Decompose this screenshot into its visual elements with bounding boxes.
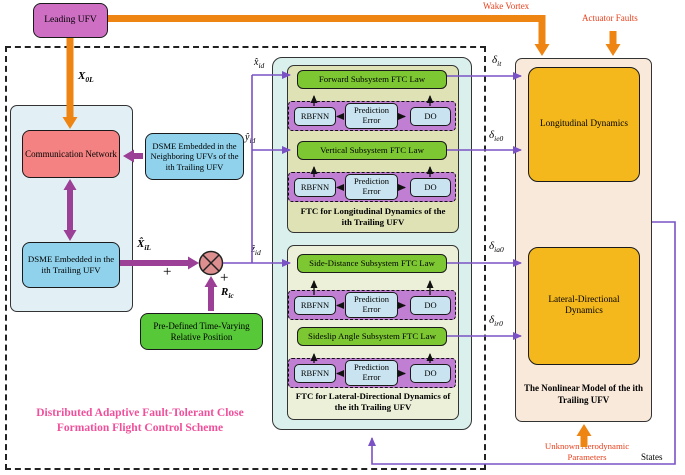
label-main: X̂ — [137, 238, 145, 250]
label-sub: ia0 — [494, 245, 504, 255]
plus-sign-bottom: + — [220, 270, 229, 286]
label-sub: ic — [228, 291, 234, 301]
rbfnn-group-sideslip: RBFNN Prediction Error DO — [288, 358, 456, 388]
sideslip-law-box: Sideslip Angle Subsystem FTC Law — [297, 327, 447, 346]
rbfnn-box: RBFNN — [294, 296, 336, 315]
label-line2: Parameters — [567, 452, 607, 463]
label-main: δ — [489, 129, 495, 141]
label-main: ẑ — [251, 244, 255, 255]
title-line2: Formation Flight Control Scheme — [56, 421, 224, 434]
lateral-dynamics-box: Lateral-Directional Dynamics — [528, 247, 640, 365]
side-distance-law-box: Side-Distance Subsystem FTC Law — [297, 254, 447, 273]
label-main: δ — [492, 54, 498, 66]
vertical-law-box: Vertical Subsystem FTC Law — [297, 141, 447, 160]
label-main: R — [221, 286, 229, 298]
label-main: ŷ — [245, 132, 250, 143]
rbfnn-box: RBFNN — [294, 107, 336, 126]
leading-ufv-box: Leading UFV — [33, 3, 108, 38]
label-line1: Unknown Aerodynamic — [544, 441, 630, 451]
unknown-aero-label: Unknown Aerodynamic Parameters — [536, 441, 638, 464]
label-Xhat-iL: X̂iL — [137, 238, 151, 252]
label-sub: ie0 — [494, 134, 504, 144]
label-sub: ir0 — [494, 319, 503, 329]
rbfnn-group-side: RBFNN Prediction Error DO — [288, 290, 456, 320]
dsme-ith-box: DSME Embedded in the ith Trailing UFV — [22, 242, 120, 288]
label-xhat-id: x̂id — [254, 57, 264, 70]
label-delta-ir0: δir0 — [489, 314, 503, 328]
communication-network-box: Communication Network — [22, 130, 120, 178]
label-main: x̂ — [254, 57, 259, 68]
caption-line2: Trailing UFV — [557, 394, 610, 405]
do-box: DO — [410, 364, 451, 383]
prediction-error-box: Prediction Error — [345, 292, 398, 318]
longitudinal-dynamics-box: Longitudinal Dynamics — [528, 67, 640, 182]
prediction-error-box: Prediction Error — [345, 360, 398, 386]
label-delta-ia0: δia0 — [489, 240, 504, 254]
dsme-neighbor-box: DSME Embedded in the Neighboring UFVs of… — [145, 133, 244, 180]
actuator-faults-label: Actuator Faults — [582, 13, 638, 23]
predefined-position-box: Pre-Defined Time-Varying Relative Positi… — [140, 313, 263, 350]
wake-vortex-arrow — [108, 15, 550, 56]
label-sub: it — [497, 59, 502, 69]
prediction-error-box: Prediction Error — [345, 174, 398, 200]
rbfnn-box: RBFNN — [294, 178, 336, 197]
rbfnn-box: RBFNN — [294, 364, 336, 383]
label-R-ic: Ric — [221, 286, 234, 300]
caption-line1: FTC for Longitudinal Dynamics of the — [300, 206, 446, 216]
do-box: DO — [410, 178, 451, 197]
label-main: X — [78, 70, 86, 82]
nonlinear-model-caption: The Nonlinear Model of the ith Trailing … — [516, 383, 651, 406]
label-x0l: X0L — [78, 70, 94, 84]
label-sub: id — [249, 136, 256, 145]
label-sub: iL — [144, 243, 152, 253]
do-box: DO — [410, 296, 451, 315]
label-yhat-id: ŷid — [245, 132, 255, 145]
caption-line2: the ith Trailing UFV — [334, 402, 412, 413]
wake-vortex-label: Wake Vortex — [483, 1, 530, 11]
forward-law-box: Forward Subsystem FTC Law — [297, 70, 447, 89]
caption-line2: ith Trailing UFV — [341, 217, 405, 228]
label-delta-it: δit — [492, 54, 501, 68]
scheme-title: Distributed Adaptive Fault-Tolerant Clos… — [15, 406, 265, 436]
label-delta-ie0: δie0 — [489, 129, 503, 143]
plus-sign-left: + — [163, 264, 172, 280]
label-zhat-id: ẑid — [251, 244, 261, 257]
label-sub: id — [254, 248, 261, 257]
caption-line1: FTC for Lateral-Directional Dynamics of — [295, 391, 451, 401]
prediction-error-box: Prediction Error — [345, 103, 398, 129]
caption-line1: The Nonlinear Model of the ith — [523, 383, 644, 393]
states-label: States — [641, 452, 663, 462]
label-sub: 0L — [85, 75, 94, 85]
ftc-longitudinal-caption: FTC for Longitudinal Dynamics of the ith… — [288, 206, 458, 229]
do-box: DO — [410, 107, 451, 126]
rbfnn-group-vertical: RBFNN Prediction Error DO — [288, 172, 456, 202]
label-sub: id — [258, 61, 265, 70]
rbfnn-group-forward: RBFNN Prediction Error DO — [288, 101, 456, 131]
title-line1: Distributed Adaptive Fault-Tolerant Clos… — [36, 407, 244, 419]
ftc-lateral-caption: FTC for Lateral-Directional Dynamics of … — [288, 391, 458, 414]
